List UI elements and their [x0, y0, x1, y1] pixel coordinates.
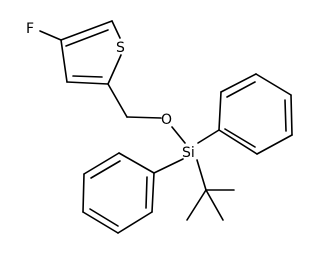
bond-c5-s: [111, 20, 121, 39]
bond-si-phenyl-left: [153, 158, 184, 174]
phenyl-ring-left: [82, 152, 184, 234]
phenyl-right-inner-3: [224, 128, 256, 148]
phenyl-left-edge-4: [82, 211, 119, 234]
phenyl-left-edge-5: [117, 211, 153, 234]
phenyl-ring-right: [197, 73, 293, 155]
phenyl-left-edge-6: [151, 172, 155, 213]
sulfur-label: S: [116, 40, 125, 56]
phenyl-right-edge-1: [218, 91, 222, 131]
phenyl-right-edge-3: [255, 73, 292, 96]
phenyl-right-edge-6: [218, 129, 258, 155]
phenyl-left-edge-3: [82, 173, 85, 213]
atom-labels: F S O Si: [26, 21, 195, 161]
phenyl-right-edge-5: [256, 134, 293, 155]
double-bond-c4-c5: [65, 29, 109, 47]
bond-ch2-o: [126, 116, 162, 119]
bond-c2-ch2: [107, 83, 128, 118]
bond-s-c2: [107, 54, 122, 85]
bond-c2-c3: [66, 81, 109, 85]
phenyl-left-edge-2: [83, 152, 120, 175]
bond-o-si: [171, 126, 186, 144]
bond-c4-f: [39, 30, 62, 41]
phenyl-left-inner-1: [90, 160, 121, 179]
bond-si-quaternary-carbon: [196, 159, 207, 191]
phenyl-left-inner-3: [145, 176, 148, 209]
bond-methyl-down: [205, 189, 224, 221]
double-bond-c2-c3: [72, 75, 103, 78]
bond-c4-c5: [60, 20, 113, 41]
thiophene-ring: [60, 20, 122, 85]
bond-si-phenyl-right: [197, 129, 220, 144]
tert-butyl-group: [186, 159, 235, 221]
bond-methyl-left: [186, 189, 207, 221]
phenyl-right-edge-2: [220, 73, 257, 93]
chemical-structure-diagram: F S O Si: [26, 20, 293, 234]
oxygen-label: O: [161, 112, 172, 128]
phenyl-left-inner-2: [89, 208, 119, 227]
phenyl-right-edge-4: [290, 94, 293, 136]
phenyl-right-inner-1: [226, 81, 256, 98]
phenyl-right-inner-2: [284, 99, 287, 132]
substituent-bonds: [39, 30, 186, 144]
silicon-label: Si: [182, 145, 195, 161]
fluorine-label: F: [26, 21, 34, 37]
bond-c3-c4: [60, 39, 68, 83]
phenyl-left-edge-1: [118, 152, 155, 174]
